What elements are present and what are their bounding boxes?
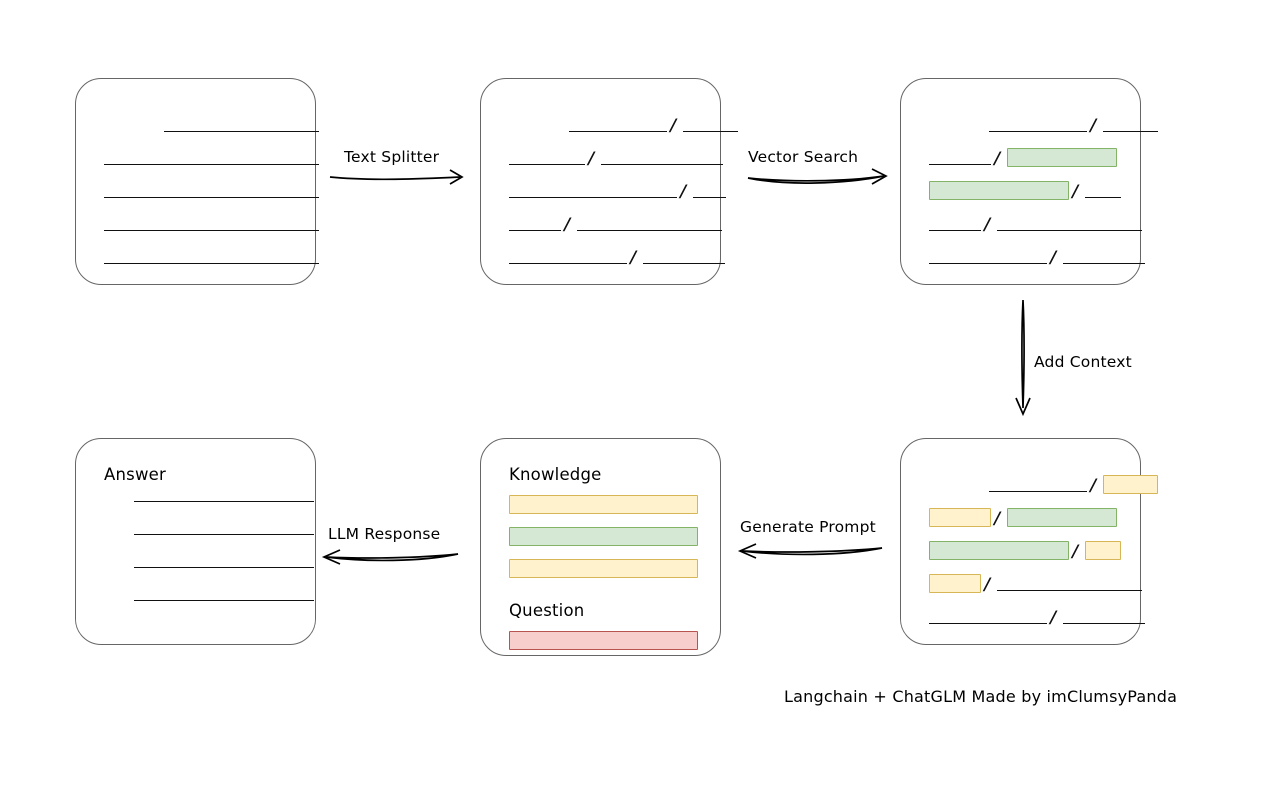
context-chunk <box>929 508 991 527</box>
arrow-generate-prompt <box>737 543 883 559</box>
arrow-vector-search <box>747 168 888 185</box>
text-line <box>601 164 723 165</box>
chunk-separator: / <box>984 575 991 595</box>
text-line <box>104 230 319 231</box>
arrow-text-splitter <box>329 169 464 185</box>
text-line <box>509 164 585 165</box>
chunk-separator: / <box>588 149 595 169</box>
text-line <box>997 230 1142 231</box>
text-line <box>134 567 314 568</box>
prompt-section-heading: Knowledge <box>509 465 602 484</box>
question-chunk <box>509 631 698 650</box>
chunk-separator: / <box>1090 116 1097 136</box>
chunk-separator: / <box>630 248 637 268</box>
edge-label-add-context: Add Context <box>1034 353 1132 371</box>
chunk-separator: / <box>1090 476 1097 496</box>
text-line <box>164 131 319 132</box>
text-line <box>997 590 1142 591</box>
text-line <box>1085 197 1121 198</box>
matched-chunk <box>509 527 698 546</box>
text-line <box>929 230 981 231</box>
node-answer: Answer <box>75 438 316 645</box>
text-line <box>509 263 627 264</box>
matched-chunk <box>1007 148 1117 167</box>
text-line <box>989 131 1087 132</box>
text-line <box>989 491 1087 492</box>
context-chunk <box>1085 541 1121 560</box>
text-line <box>1063 263 1145 264</box>
matched-chunk <box>929 541 1069 560</box>
chunk-separator: / <box>994 149 1001 169</box>
text-line <box>643 263 725 264</box>
edge-label-llm-response: LLM Response <box>328 525 441 543</box>
chunk-separator: / <box>994 509 1001 529</box>
credit-text: Langchain + ChatGLM Made by imClumsyPand… <box>784 687 1178 706</box>
node-split-chunks: / / / / / <box>480 78 738 285</box>
chunk-separator: / <box>670 116 677 136</box>
chunk-separator: / <box>680 182 687 202</box>
node-vector-matches: / / / / / <box>900 78 1158 285</box>
arrow-llm-response <box>321 549 459 565</box>
node-source-document <box>75 78 319 285</box>
text-line <box>509 230 561 231</box>
text-line <box>1063 623 1145 624</box>
chunk-separator: / <box>1050 608 1057 628</box>
chunk-separator: / <box>984 215 991 235</box>
context-chunk <box>929 574 981 593</box>
prompt-section-heading: Question <box>509 601 585 620</box>
edge-label-text-splitter: Text Splitter <box>344 148 440 166</box>
text-line <box>509 197 677 198</box>
text-line <box>577 230 722 231</box>
node-heading: Answer <box>104 465 166 484</box>
text-line <box>693 197 726 198</box>
chunk-separator: / <box>1050 248 1057 268</box>
text-line <box>134 534 314 535</box>
matched-chunk <box>1007 508 1117 527</box>
text-line <box>104 263 319 264</box>
text-line <box>569 131 667 132</box>
matched-chunk <box>929 181 1069 200</box>
text-line <box>929 263 1047 264</box>
chunk-separator: / <box>1072 182 1079 202</box>
context-chunk <box>509 559 698 578</box>
text-line <box>134 501 314 502</box>
node-context-added: / / / / / <box>900 438 1158 645</box>
context-chunk <box>509 495 698 514</box>
chunk-separator: / <box>1072 542 1079 562</box>
text-line <box>134 600 314 601</box>
text-line <box>929 164 991 165</box>
text-line <box>104 197 319 198</box>
text-line <box>104 164 319 165</box>
chunk-separator: / <box>564 215 571 235</box>
edge-label-vector-search: Vector Search <box>748 148 859 166</box>
context-chunk <box>1103 475 1158 494</box>
edge-label-generate-prompt: Generate Prompt <box>740 518 876 536</box>
text-line <box>929 623 1047 624</box>
text-line <box>1103 131 1158 132</box>
text-line <box>683 131 738 132</box>
